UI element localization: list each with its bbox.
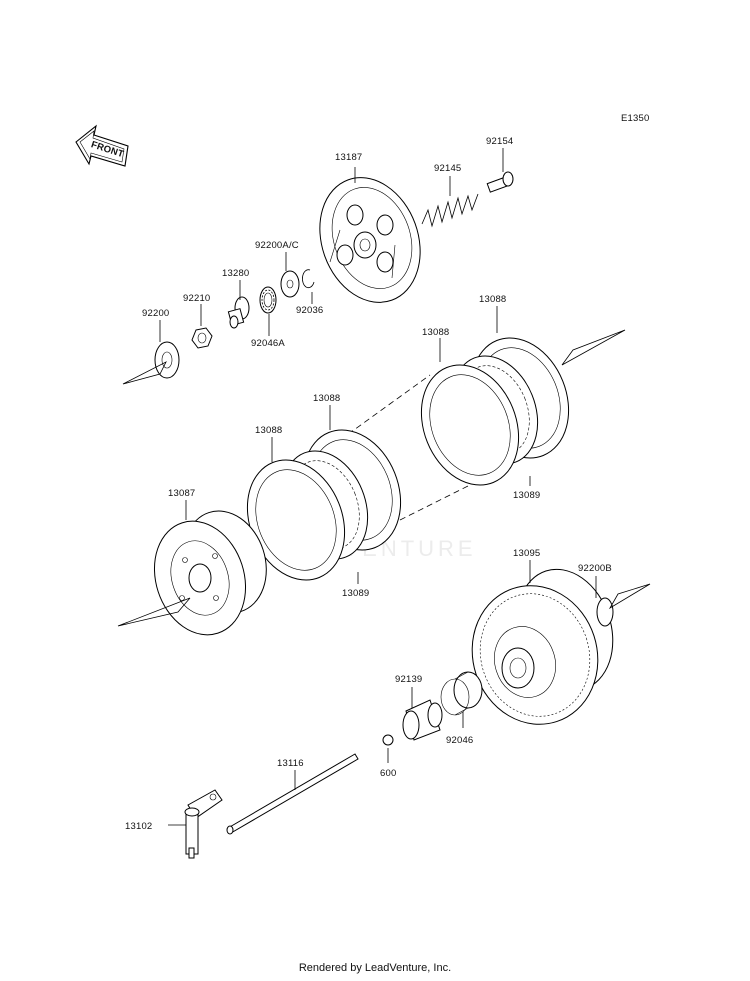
callout-92145: 92145 <box>434 163 461 174</box>
callout-92200: 92200 <box>142 308 169 319</box>
callout-13089-a: 13089 <box>513 490 540 501</box>
nut-92210 <box>191 327 213 349</box>
friction-plate-rear-1 <box>420 364 520 486</box>
callout-13095: 13095 <box>513 548 540 559</box>
diagram-code: E1350 <box>621 113 649 124</box>
spring-bolt <box>486 171 514 193</box>
push-rod <box>226 753 359 835</box>
callout-13280: 13280 <box>222 268 249 279</box>
pusher-13280 <box>227 296 250 329</box>
footer-credit: Rendered by LeadVenture, Inc. <box>298 962 452 974</box>
callout-92036: 92036 <box>296 305 323 316</box>
washer-92200b <box>596 597 614 627</box>
callout-13187: 13187 <box>335 152 362 163</box>
callout-92200ac: 92200A/C <box>255 240 299 251</box>
clutch-hub <box>153 510 267 636</box>
clutch-housing <box>471 568 614 725</box>
lockwasher-92200 <box>154 341 180 379</box>
callout-92046: 92046 <box>446 735 473 746</box>
washer-92200ac <box>280 270 300 298</box>
callout-13089-b: 13089 <box>342 588 369 599</box>
callout-13102: 13102 <box>125 821 152 832</box>
sleeve <box>402 699 443 741</box>
callout-13087: 13087 <box>168 488 195 499</box>
callout-600: 600 <box>380 768 396 779</box>
steel-ball <box>382 734 394 746</box>
pressure-plate <box>319 177 421 303</box>
callout-13088-c: 13088 <box>313 393 340 404</box>
callout-13088-a: 13088 <box>479 294 506 305</box>
clutch-spring <box>421 193 479 228</box>
callout-13116: 13116 <box>277 758 304 769</box>
callout-92154: 92154 <box>486 136 513 147</box>
callout-13088-d: 13088 <box>255 425 282 436</box>
callout-92210: 92210 <box>183 293 210 304</box>
circlip <box>302 269 315 289</box>
callout-13088-b: 13088 <box>422 327 449 338</box>
callout-92046a: 92046A <box>251 338 285 349</box>
bearing-92046a <box>259 286 277 314</box>
release-lever <box>184 789 223 859</box>
needle-bearing <box>440 671 483 716</box>
callout-92200b: 92200B <box>578 563 612 574</box>
callout-92139: 92139 <box>395 674 422 685</box>
front-arrow-icon: FRONT <box>75 124 129 167</box>
